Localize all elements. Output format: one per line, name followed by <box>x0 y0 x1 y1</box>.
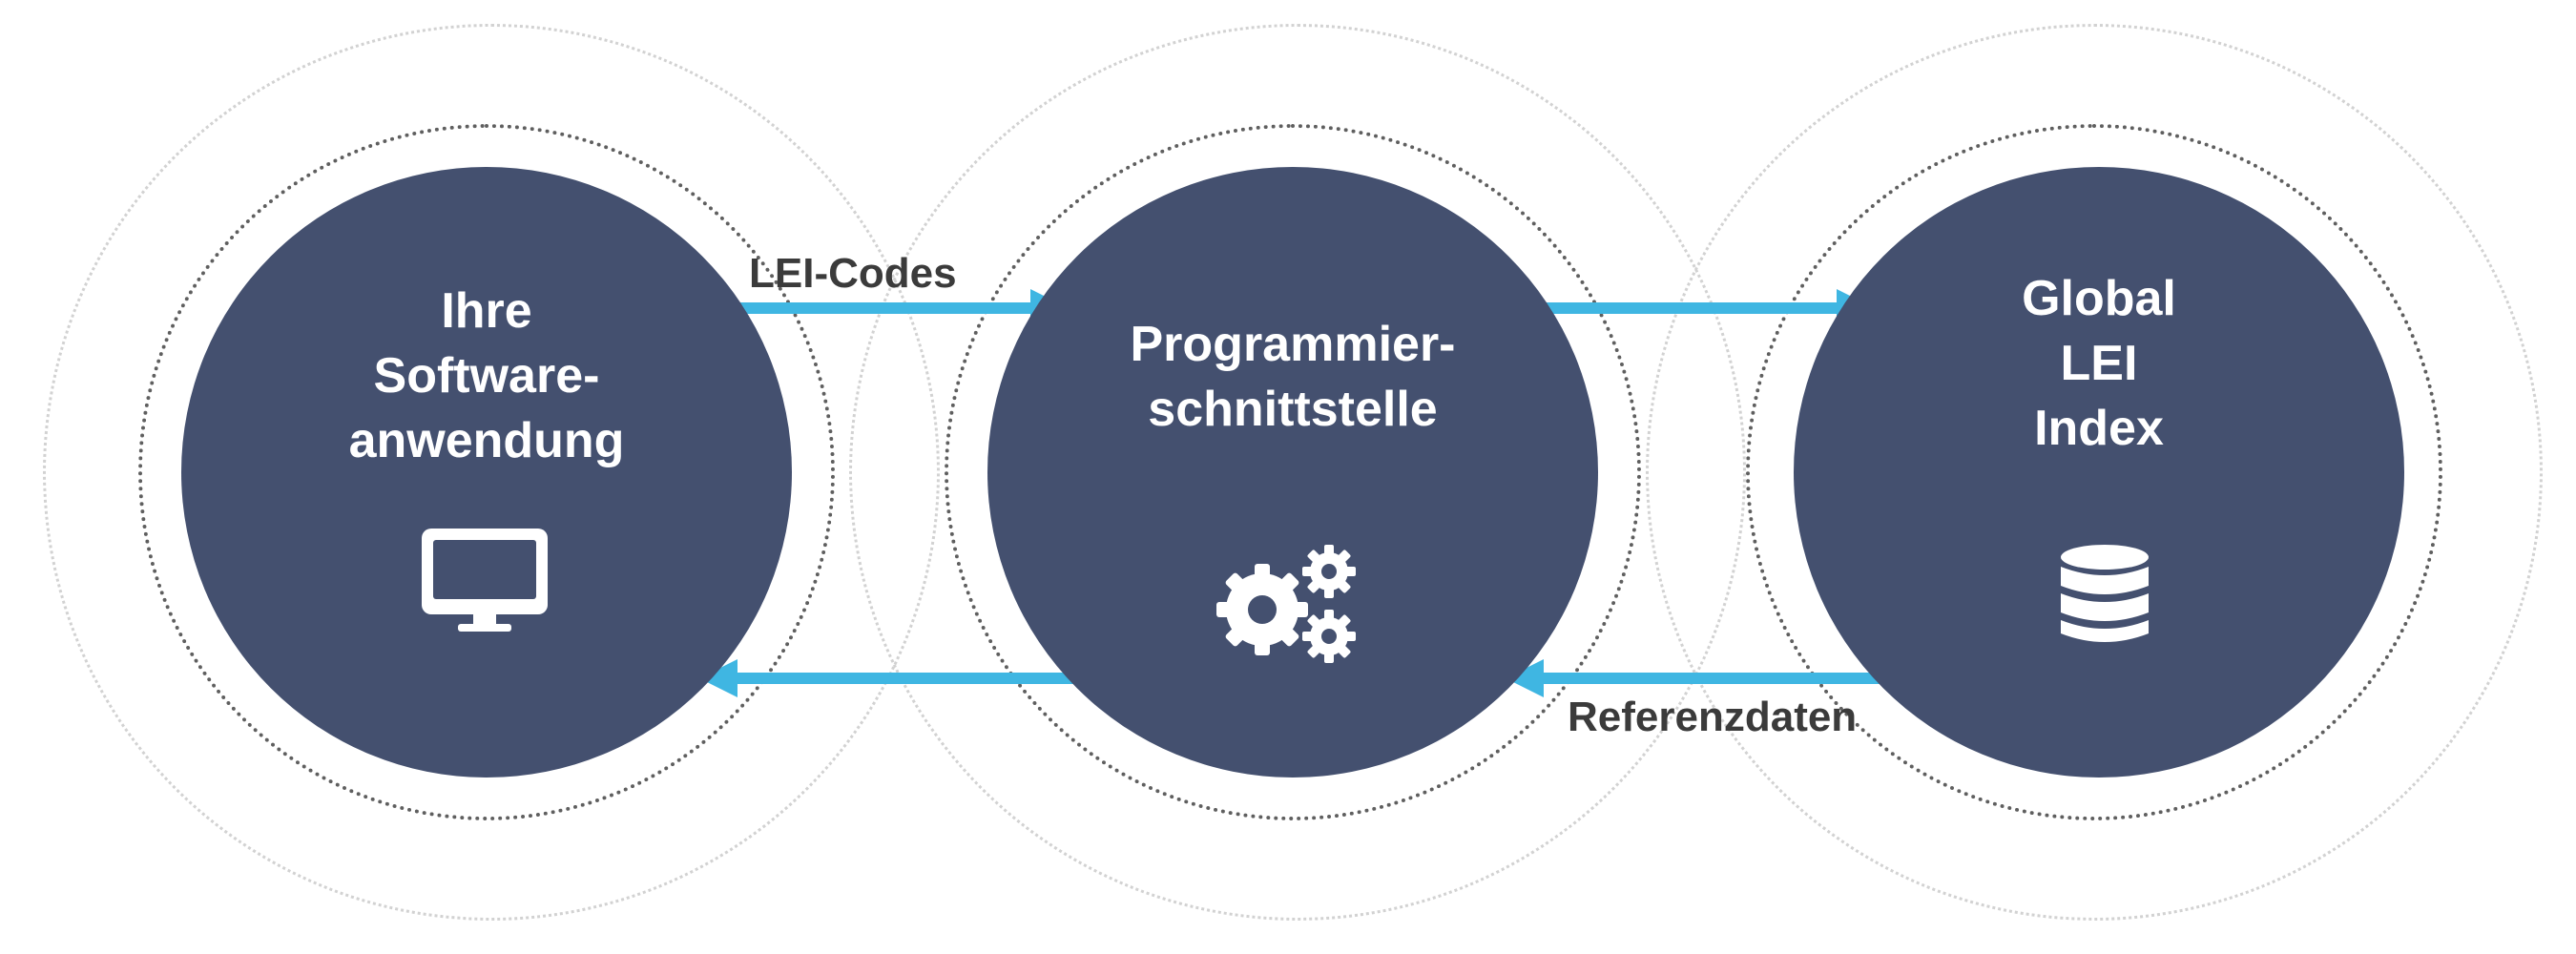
node-api-title: Programmier- schnittstelle <box>987 312 1598 442</box>
inner-ring-api <box>945 124 1641 820</box>
node-software-title: Ihre Software- anwendung <box>181 279 792 473</box>
inner-ring-index <box>1746 124 2442 820</box>
node-api: Programmier- schnittstelle <box>987 167 1598 778</box>
node-title-line: Programmier- <box>1130 317 1456 372</box>
outer-ring-index <box>1646 24 2543 921</box>
arrow-request-index <box>1546 302 1841 314</box>
node-title-line: LEI <box>2060 336 2138 391</box>
node-index-title: Global LEI Index <box>1794 266 2404 461</box>
node-title-line: Software- <box>373 348 600 404</box>
node-title-line: anwendung <box>348 413 625 468</box>
node-title-line: Global <box>2022 271 2176 326</box>
inner-ring-software <box>138 124 835 820</box>
flow-label-referenzdaten: Referenzdaten <box>1568 694 1858 740</box>
flow-label-lei-codes: LEI-Codes <box>749 250 957 297</box>
arrow-lei-codes <box>739 302 1035 314</box>
gears-icon <box>1216 545 1356 663</box>
node-title-line: Ihre <box>441 283 532 339</box>
node-index: Global LEI Index <box>1794 167 2404 778</box>
node-title-line: schnittstelle <box>1148 382 1438 437</box>
node-software: Ihre Software- anwendung <box>181 167 792 778</box>
node-title-line: Index <box>2034 401 2164 456</box>
database-icon <box>2061 545 2149 642</box>
monitor-icon <box>422 529 548 632</box>
arrow-reference-data <box>1541 673 1889 684</box>
arrow-return-software <box>735 673 1088 684</box>
